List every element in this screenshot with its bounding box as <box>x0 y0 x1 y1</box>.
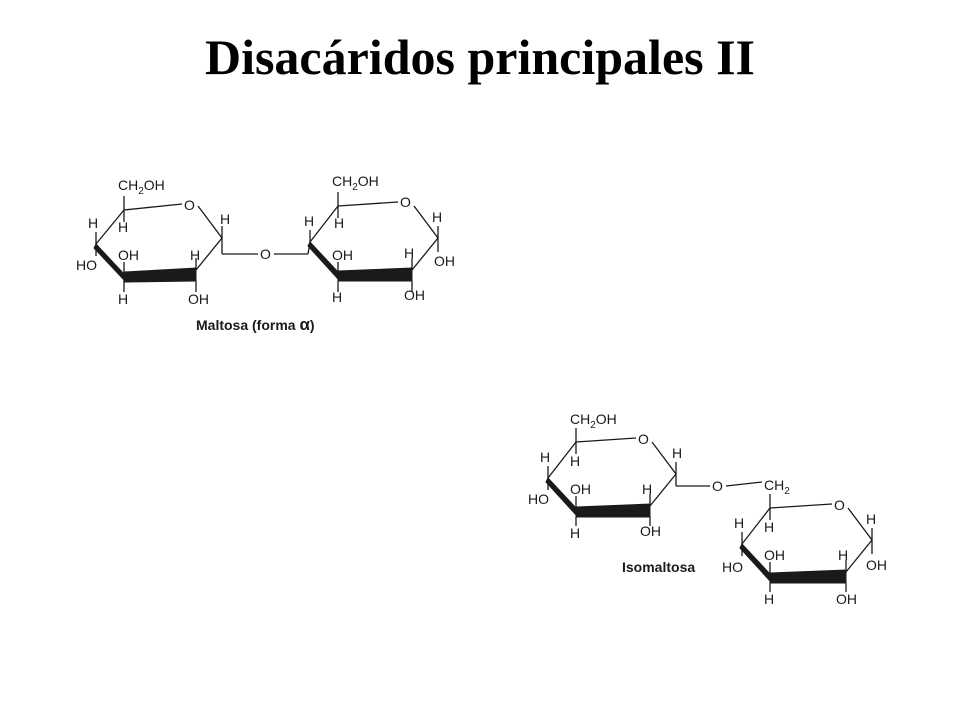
h-label: H <box>570 453 580 469</box>
ring-wedge-front <box>337 267 413 282</box>
ch2oh-label: CH2OH <box>332 173 379 193</box>
glycosidic-bond <box>725 481 763 487</box>
ring-bond <box>95 209 125 245</box>
oh-label: OH <box>640 523 661 539</box>
oh-label: OH <box>118 247 139 263</box>
maltosa-ring-1: CH2OH O H H H HO OH H H OH <box>76 177 258 307</box>
ring-wedge-front <box>123 267 197 283</box>
isomaltosa-ring-2: CH2 O H H H HO OH H OH H OH <box>722 477 887 607</box>
maltosa-caption: Maltosa (forma α) <box>196 315 315 334</box>
ring-oxygen: O <box>638 431 649 447</box>
ring-bond <box>769 503 833 509</box>
h-label: H <box>764 519 774 535</box>
h-label: H <box>404 245 414 261</box>
h-label: H <box>764 591 774 607</box>
ring-bond <box>575 437 637 443</box>
h-label: H <box>642 481 652 497</box>
oh-label: OH <box>188 291 209 307</box>
oh-label: OH <box>434 253 455 269</box>
isomaltosa-caption: Isomaltosa <box>622 559 695 575</box>
h-label: H <box>672 445 682 461</box>
oh-label: OH <box>404 287 425 303</box>
oh-label: OH <box>764 547 785 563</box>
h-label: H <box>118 291 128 307</box>
ring-bond <box>547 441 577 479</box>
h-label: H <box>304 213 314 229</box>
oh-label: OH <box>570 481 591 497</box>
h-label: H <box>88 215 98 231</box>
oh-label: OH <box>866 557 887 573</box>
h-label: H <box>838 547 848 563</box>
ring-bond <box>123 203 183 211</box>
h-label: H <box>866 511 876 527</box>
h-label: H <box>220 211 230 227</box>
ring-bond <box>309 205 339 243</box>
slide-title: Disacáridos principales II <box>204 29 756 85</box>
ring-bond <box>741 507 771 545</box>
ho-label: HO <box>528 491 549 507</box>
maltosa-structure: CH2OH O H H H HO OH H H OH O <box>76 173 455 334</box>
ring-wedge-front <box>769 569 847 584</box>
h-label: H <box>734 515 744 531</box>
ch2oh-label: CH2OH <box>118 177 165 197</box>
oh-label: OH <box>836 591 857 607</box>
ring-oxygen: O <box>400 194 411 210</box>
isomaltosa-structure: CH2OH O H H H HO OH H H OH O <box>528 411 887 607</box>
bridge-oxygen: O <box>260 246 271 262</box>
ring-wedge-front <box>575 503 651 518</box>
h-label: H <box>334 215 344 231</box>
h-label: H <box>570 525 580 541</box>
ho-label: HO <box>76 257 97 273</box>
h-label: H <box>332 289 342 305</box>
ch2oh-label: CH2OH <box>570 411 617 431</box>
h-label: H <box>190 247 200 263</box>
ho-label: HO <box>722 559 743 575</box>
h-label: H <box>540 449 550 465</box>
ring-bond <box>337 201 399 207</box>
isomaltosa-ring-1: CH2OH O H H H HO OH H H OH <box>528 411 710 541</box>
bridge-oxygen: O <box>712 478 723 494</box>
maltosa-ring-2: CH2OH O H H H OH H OH H OH <box>304 173 455 305</box>
ring-oxygen: O <box>184 197 195 213</box>
h-label: H <box>118 219 128 235</box>
oh-label: OH <box>332 247 353 263</box>
ch2-label: CH2 <box>764 477 790 497</box>
h-label: H <box>432 209 442 225</box>
ring-oxygen: O <box>834 497 845 513</box>
